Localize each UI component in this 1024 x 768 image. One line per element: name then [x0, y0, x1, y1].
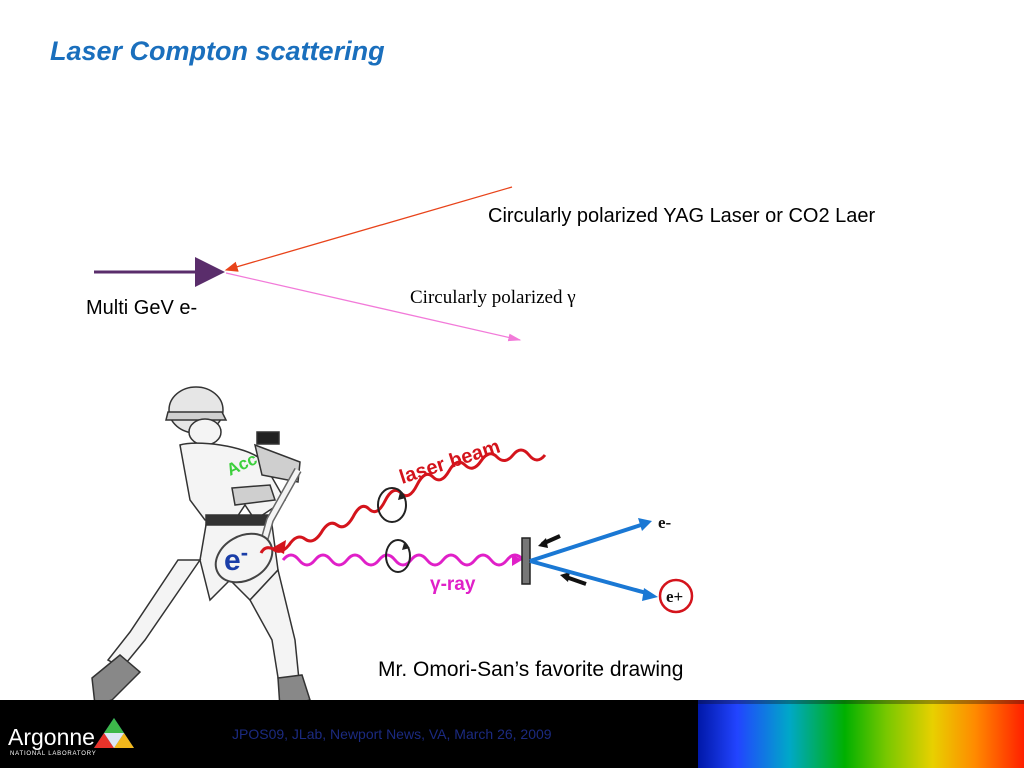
laser-arrowhead	[272, 540, 286, 554]
gamma-polarization-arrow-icon	[402, 543, 410, 550]
incoming-arrow-bottom	[565, 575, 587, 586]
laser-polarization-icon	[377, 487, 407, 523]
laser-beam-arrow	[224, 186, 513, 272]
gamma-polarization-icon	[385, 539, 411, 573]
batter-figure	[91, 386, 311, 709]
positron-circle	[658, 578, 694, 614]
argonne-logo-text: Argonne	[8, 724, 95, 750]
argonne-logo-subtext: NATIONAL LABORATORY	[10, 751, 97, 757]
drawing-background	[86, 380, 698, 716]
electron-text: e	[224, 544, 241, 577]
gamma-arrowhead	[512, 554, 522, 566]
footer-event-text: JPOS09, JLab, Newport News, VA, March 26…	[232, 726, 552, 742]
gamma-ray-text: γ-ray	[430, 574, 476, 595]
footer-spectrum-shadow	[698, 700, 1024, 704]
slide-title: Laser Compton scattering	[50, 36, 385, 66]
out-electron-text: e-	[658, 513, 672, 532]
gamma-label: Circularly polarized γ	[410, 287, 576, 308]
laser-label: Circularly polarized YAG Laser or CO2 La…	[488, 205, 876, 227]
outgoing-electron-arrow	[529, 522, 645, 563]
gamma-ray-wave	[281, 553, 533, 567]
incoming-arrowhead-bottom	[560, 572, 570, 582]
laser-polarization-arrow-icon	[398, 492, 406, 500]
gamma-ray-arrow	[225, 272, 522, 342]
electron-label: Multi GeV e-	[86, 297, 198, 319]
bat-head	[214, 532, 274, 584]
positron-text: e+	[666, 587, 683, 606]
drawing-caption: Mr. Omori-San’s favorite drawing	[378, 658, 684, 681]
incoming-arrowhead-top	[538, 538, 548, 548]
target-plate	[521, 537, 531, 585]
compton-schematic	[94, 186, 522, 342]
electron-superscript: -	[241, 540, 248, 565]
electron-symbol: e-	[224, 540, 248, 577]
outgoing-electron-arrowhead	[638, 518, 652, 531]
footer-spectrum	[698, 700, 1024, 768]
baseball-drawing: Acc e- laser beam γ-ray e- e+	[86, 380, 698, 716]
argonne-logo-icon	[94, 718, 134, 748]
outgoing-positron-arrow	[529, 559, 651, 596]
outgoing-positron-arrowhead	[642, 588, 658, 601]
